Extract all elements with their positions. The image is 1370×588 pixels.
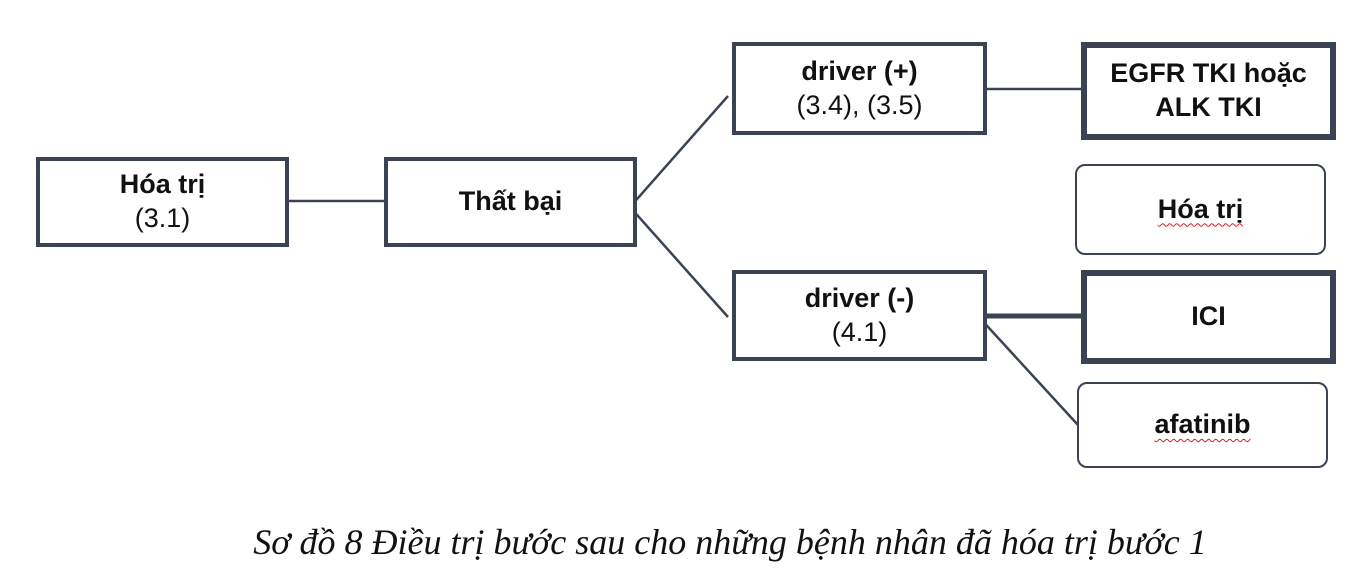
- edge-thatbai-driverpos: [629, 95, 729, 208]
- node-driver-positive: driver (+) (3.4), (3.5): [732, 42, 987, 135]
- node-line-2: ALK TKI: [1155, 92, 1262, 122]
- node-title: ICI: [1191, 301, 1226, 332]
- edge-driverneg-afatinib: [977, 315, 1079, 426]
- node-title: driver (-): [804, 282, 915, 313]
- node-reference: (4.1): [831, 316, 888, 347]
- node-hoa-tri-3-1: Hóa trị (3.1): [36, 157, 289, 247]
- node-egfr-alk-tki: EGFR TKI hoặc ALK TKI: [1081, 42, 1336, 140]
- node-reference: (3.4), (3.5): [796, 89, 923, 120]
- node-title: driver (+): [801, 55, 918, 86]
- diagram-caption: Sơ đồ 8 Điều trị bước sau cho những bệnh…: [253, 522, 1207, 562]
- node-title: Hóa trị: [1157, 193, 1244, 224]
- node-title: Hóa trị: [119, 169, 206, 200]
- node-ici: ICI: [1081, 270, 1336, 364]
- node-hoa-tri-option: Hóa trị: [1075, 164, 1326, 255]
- node-reference: (3.1): [134, 203, 191, 233]
- edge-thatbai-driverneg: [629, 206, 729, 318]
- node-title: Thất bại: [458, 186, 563, 217]
- node-line-1: EGFR TKI hoặc: [1110, 58, 1307, 89]
- node-driver-negative: driver (-) (4.1): [732, 270, 987, 361]
- node-title: afatinib: [1154, 409, 1251, 440]
- node-that-bai: Thất bại: [384, 157, 637, 247]
- node-afatinib: afatinib: [1077, 382, 1328, 468]
